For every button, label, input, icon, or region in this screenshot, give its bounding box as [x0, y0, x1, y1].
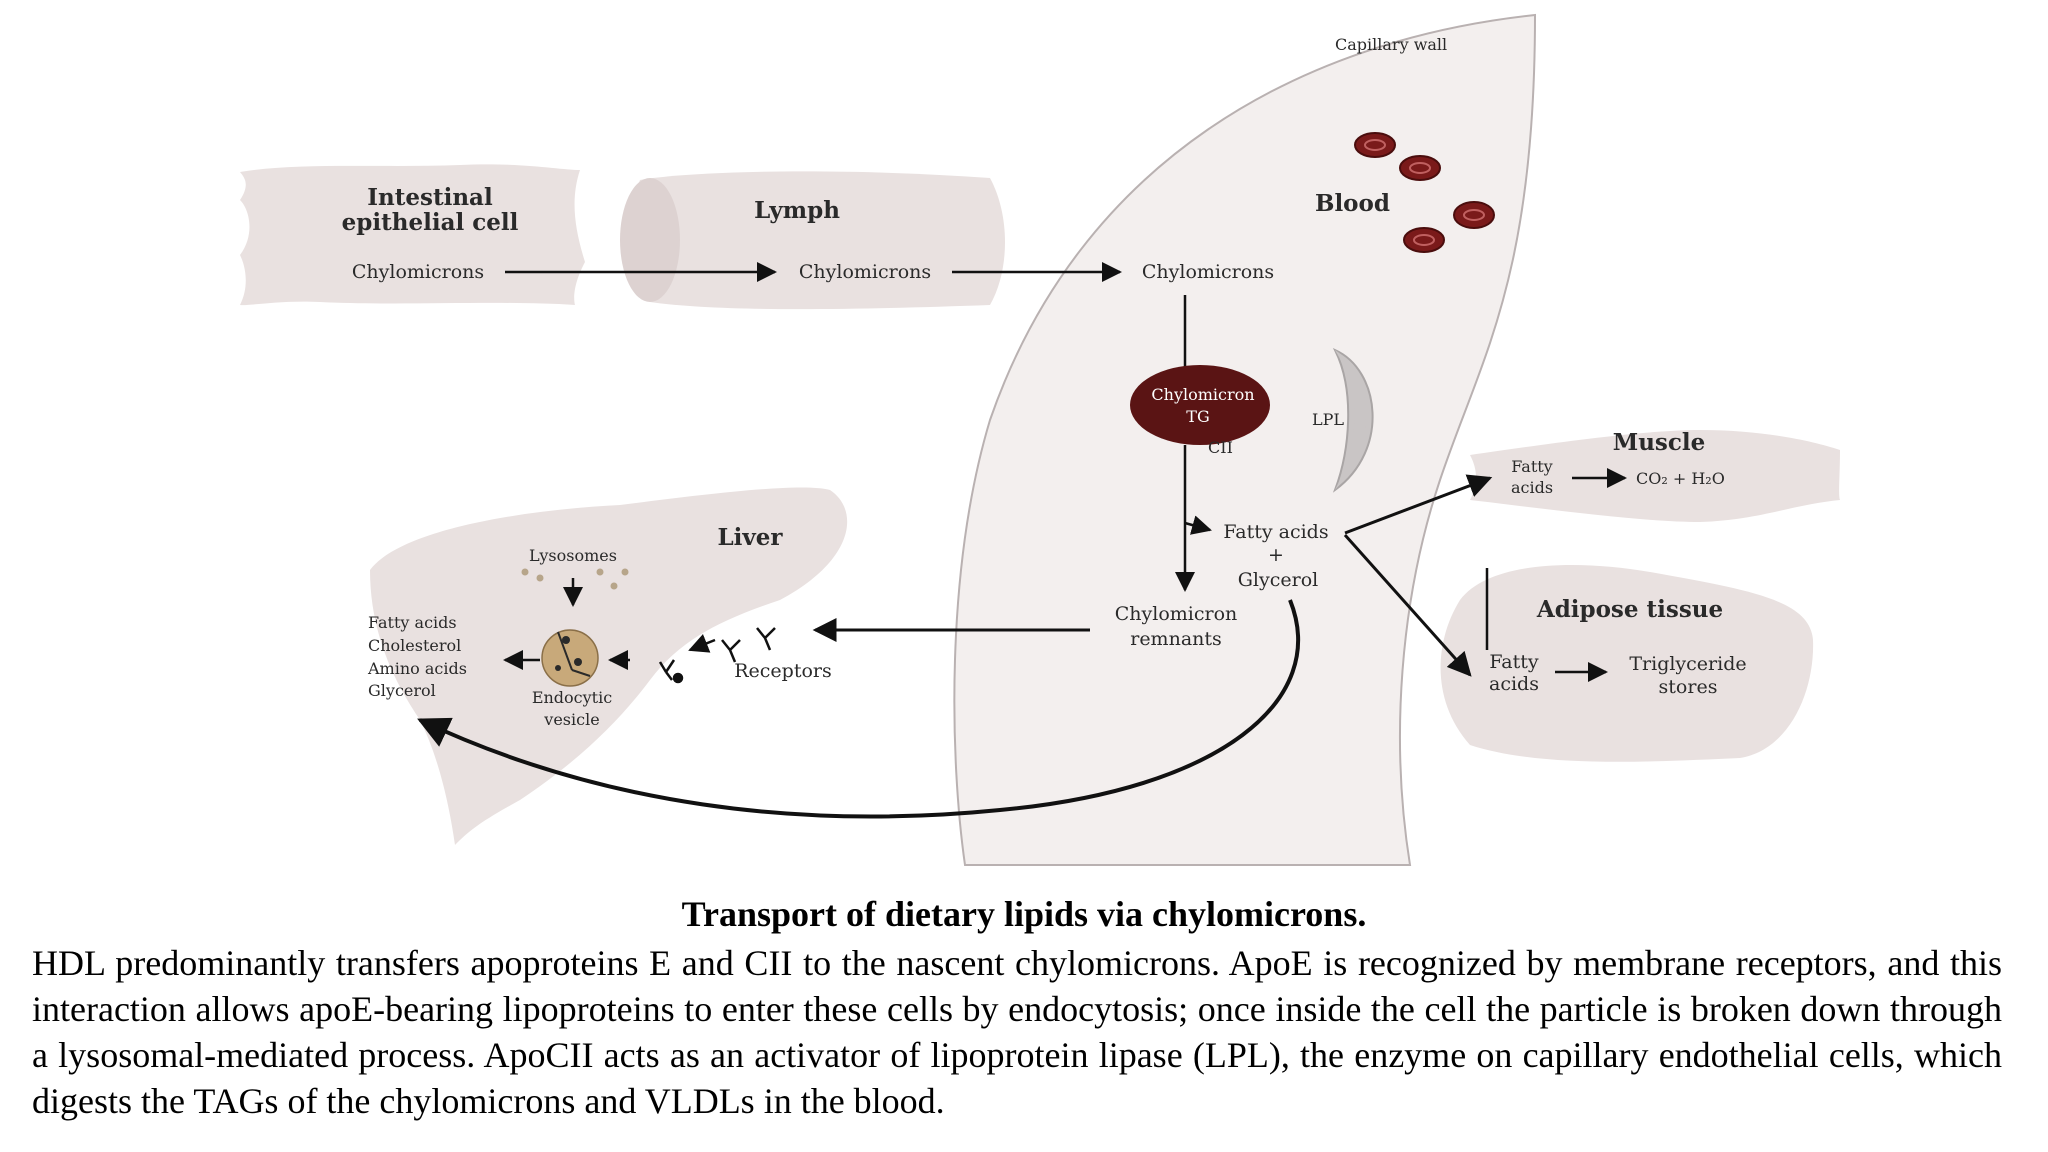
intestinal-cell-label-line1: Intestinal — [367, 184, 493, 211]
fatty-acids-label-blood: Fatty acids — [1223, 521, 1328, 543]
endocytic-vesicle — [541, 629, 599, 687]
adipose-fatty-label: Fatty — [1489, 651, 1538, 673]
blood-label: Blood — [1315, 190, 1390, 217]
liver-label: Liver — [717, 524, 783, 551]
liver-product-cholesterol: Cholesterol — [368, 636, 461, 655]
red-blood-cell — [1403, 227, 1445, 253]
intestinal-cell-label-line2: epithelial cell — [342, 209, 519, 236]
red-blood-cell — [1399, 155, 1441, 181]
muscle-acids-label: acids — [1511, 478, 1553, 497]
arrow-to-fatty-acids — [1184, 515, 1212, 535]
chylomicron-tg-particle — [1130, 365, 1270, 445]
triglyceride-label: Triglyceride — [1629, 653, 1746, 675]
chylomicron-remnants-label-line1: Chylomicron — [1115, 603, 1238, 625]
receptors-label: Receptors — [734, 660, 832, 682]
chylomicron-remnants-label-line2: remnants — [1130, 628, 1222, 650]
red-blood-cell — [1354, 132, 1396, 158]
red-blood-cell — [1453, 201, 1495, 229]
chylomicron-tg-label-line2: TG — [1186, 407, 1209, 426]
red-blood-cells — [1354, 132, 1495, 253]
lipid-transport-diagram: Capillary wall Blood Intestinal epitheli… — [240, 13, 1840, 866]
lymph-label: Lymph — [754, 197, 840, 224]
arrow-glycerol-to-liver — [417, 599, 1301, 819]
stores-label: stores — [1659, 676, 1718, 698]
chylomicrons-label-blood: Chylomicrons — [1142, 261, 1274, 283]
cii-label: CII — [1208, 438, 1233, 457]
chylomicrons-label-intestine: Chylomicrons — [352, 261, 484, 283]
chylomicron-tg-label-line1: Chylomicron — [1151, 385, 1254, 404]
vesicle-label: vesicle — [543, 710, 599, 729]
muscle-shape — [1470, 430, 1840, 522]
caption-title: Transport of dietary lipids via chylomic… — [681, 894, 1367, 934]
endocytic-label: Endocytic — [532, 688, 612, 707]
glycerol-label-blood: Glycerol — [1238, 569, 1318, 591]
co2-h2o-label: CO₂ + H₂O — [1636, 469, 1725, 488]
lysosome-dots — [521, 568, 629, 590]
plus-label: + — [1268, 544, 1284, 566]
adipose-tissue-label: Adipose tissue — [1536, 596, 1723, 623]
liver-product-amino-acids: Amino acids — [367, 659, 467, 678]
lymph-vessel-shape — [631, 171, 1005, 310]
chylomicrons-label-lymph: Chylomicrons — [799, 261, 931, 283]
muscle-label: Muscle — [1613, 429, 1706, 456]
capillary-wall-label: Capillary wall — [1335, 35, 1447, 54]
lpl-enzyme — [1332, 347, 1374, 493]
capillary-region — [953, 13, 1537, 866]
lysosomes-label: Lysosomes — [529, 546, 617, 565]
liver-product-glycerol: Glycerol — [368, 681, 436, 700]
intestinal-cell-shape — [240, 164, 585, 306]
receptor-icons — [658, 627, 776, 684]
muscle-fatty-label: Fatty — [1511, 457, 1552, 476]
liver-product-fatty-acids: Fatty acids — [368, 613, 457, 632]
adipose-tissue-shape — [1440, 565, 1814, 762]
arrow-to-muscle — [1344, 474, 1493, 535]
arrow-to-adipose — [1343, 534, 1472, 677]
lpl-label: LPL — [1312, 410, 1344, 429]
adipose-acids-label: acids — [1489, 673, 1539, 695]
caption-body: HDL predominantly transfers apoproteins … — [32, 943, 2002, 1121]
